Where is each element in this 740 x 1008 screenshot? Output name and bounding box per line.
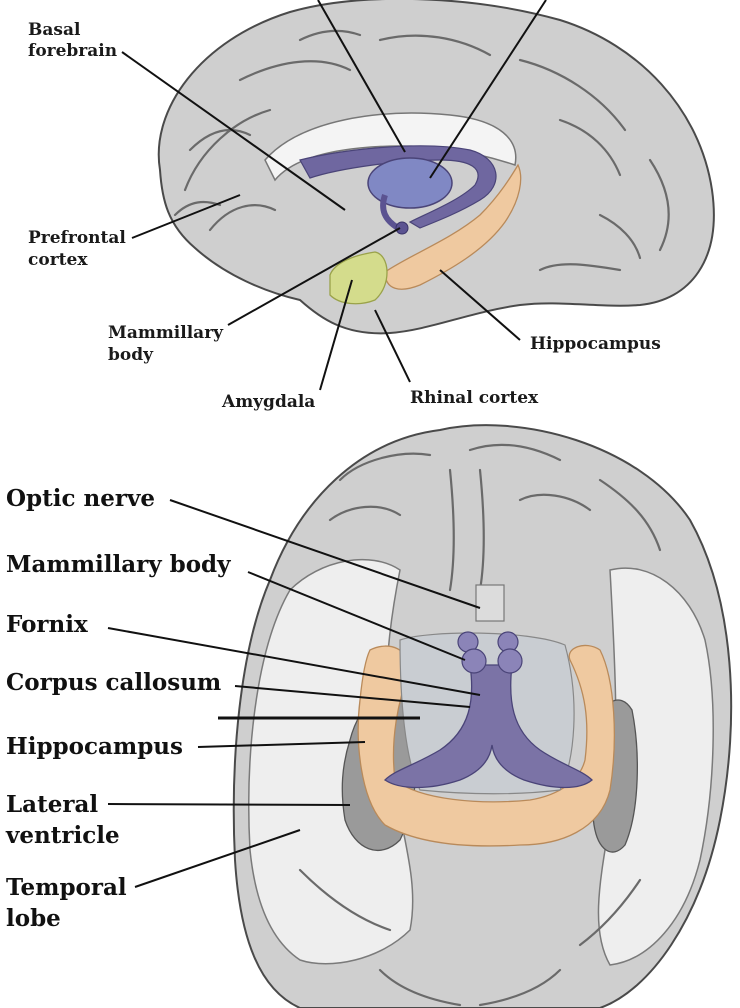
- label-mammillary-body-top-line2: body: [108, 345, 154, 365]
- hippocampus-top: [384, 163, 522, 290]
- top-leader-lines: [121, 0, 547, 391]
- label-hippocampus-bottom: Hippocampus: [6, 733, 183, 760]
- label-amygdala: Amygdala: [221, 392, 315, 412]
- bottom-brain-illustration: [232, 424, 733, 1008]
- label-hippocampus-top: Hippocampus: [530, 334, 661, 354]
- label-prefrontal-cortex-line1: Prefrontal: [28, 228, 126, 248]
- optic-nerve: [475, 584, 505, 622]
- thalamus: [367, 157, 453, 209]
- label-rhinal-cortex: Rhinal cortex: [410, 388, 539, 408]
- label-fornix: Fornix: [6, 611, 88, 638]
- label-prefrontal-cortex-line2: cortex: [28, 250, 88, 270]
- mammillary-body-bottom-right-2: [497, 648, 523, 674]
- label-corpus-callosum: Corpus callosum: [6, 669, 221, 696]
- fornix-column-top: [380, 194, 400, 231]
- bottom-leader-lines: [107, 499, 481, 888]
- label-lateral-ventricle-line2: ventricle: [5, 822, 120, 849]
- label-optic-nerve: Optic nerve: [6, 485, 155, 512]
- label-temporal-lobe-line2: lobe: [6, 905, 61, 932]
- label-mammillary-body-bottom: Mammillary body: [6, 551, 231, 578]
- mammillary-body-bottom-left-2: [461, 648, 487, 674]
- amygdala-top: [329, 251, 388, 305]
- mammillary-body-top: [395, 221, 409, 235]
- label-temporal-lobe-line1: Temporal: [6, 874, 127, 901]
- label-basal-forebrain-line1: Basal: [28, 20, 81, 40]
- corpus-callosum: [264, 112, 517, 182]
- label-mammillary-body-top-line1: Mammillary: [108, 323, 224, 343]
- label-basal-forebrain-line2: forebrain: [28, 41, 117, 61]
- fornix-bottom: [383, 664, 593, 789]
- label-lateral-ventricle-line1: Lateral: [6, 791, 98, 818]
